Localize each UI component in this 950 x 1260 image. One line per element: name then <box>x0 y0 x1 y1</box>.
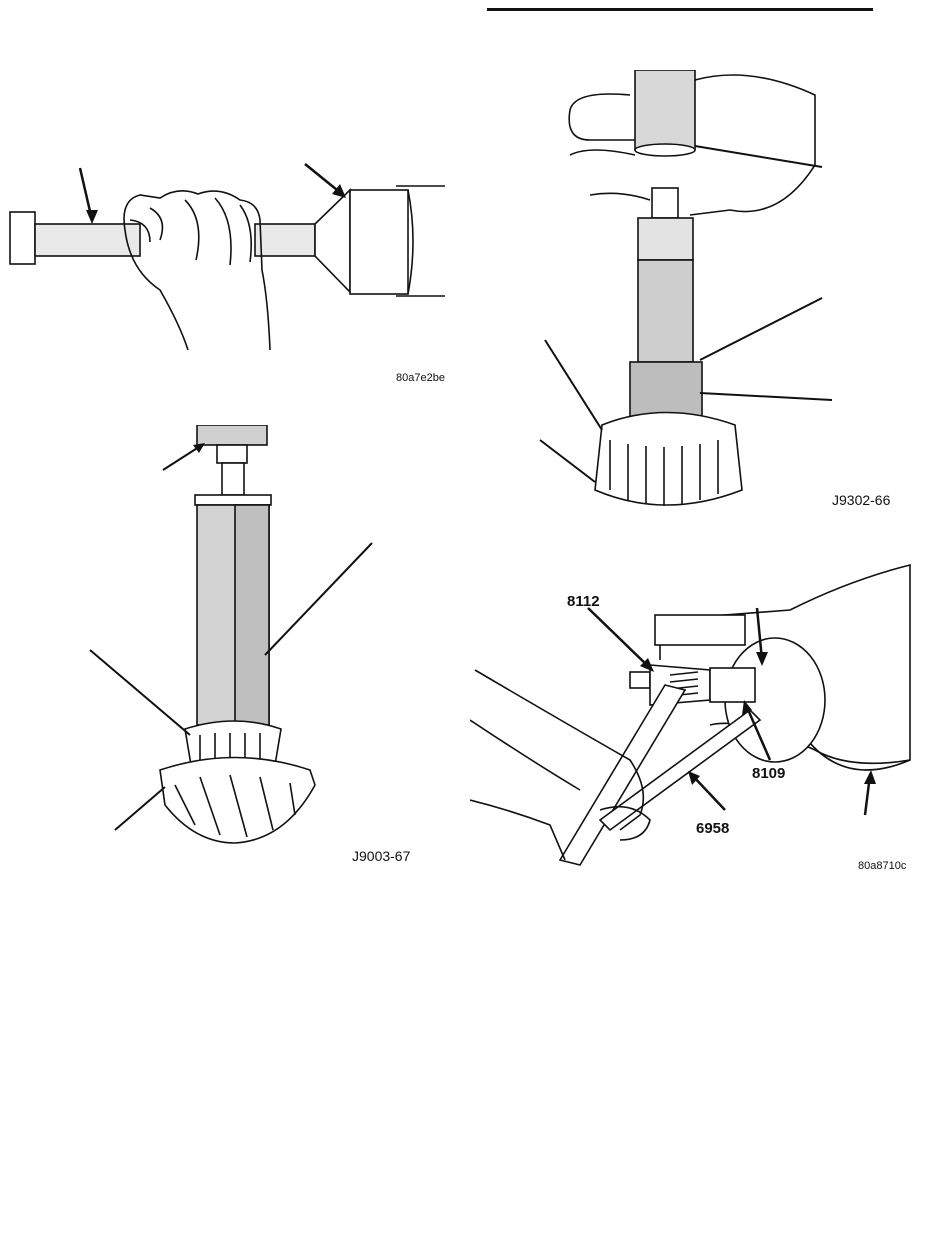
callout-8109: 8109 <box>752 765 785 782</box>
figure-tool-6958 <box>470 560 920 870</box>
figure-ref-2: J9302-66 <box>832 492 890 508</box>
header-rule <box>487 8 873 11</box>
figure-ref-3: J9003-67 <box>352 848 410 864</box>
callout-8112: 8112 <box>567 593 600 610</box>
figure-pinion-bearing <box>85 425 385 845</box>
figure-ref-4: 80a8710c <box>858 860 906 872</box>
figure-bearing-cone <box>530 70 840 515</box>
callout-6958: 6958 <box>696 820 729 837</box>
figure-ref-1: 80a7e2be <box>396 372 445 384</box>
figure-handle-driver <box>0 150 460 360</box>
